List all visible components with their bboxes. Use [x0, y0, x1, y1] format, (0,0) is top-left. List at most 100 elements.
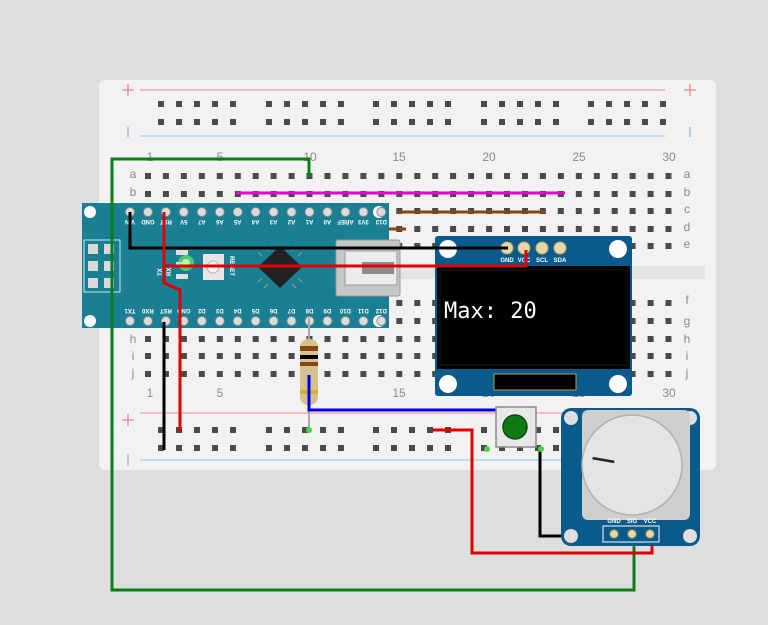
rail-hole[interactable] — [481, 427, 487, 433]
rail-hole[interactable] — [302, 427, 308, 433]
arduino-pin[interactable] — [358, 316, 369, 326]
breadboard-hole[interactable] — [414, 336, 421, 342]
breadboard-hole[interactable] — [216, 173, 223, 179]
breadboard-hole[interactable] — [360, 173, 367, 179]
rail-hole[interactable] — [212, 101, 218, 107]
rail-hole[interactable] — [320, 427, 326, 433]
rail-hole[interactable] — [284, 101, 290, 107]
wire-green-bottom[interactable] — [110, 390, 636, 592]
breadboard-hole[interactable] — [234, 353, 241, 359]
breadboard-hole[interactable] — [288, 371, 295, 377]
breadboard-hole[interactable] — [647, 191, 654, 197]
wire-blue[interactable] — [307, 375, 498, 412]
breadboard-hole[interactable] — [629, 336, 636, 342]
breadboard-hole[interactable] — [504, 226, 510, 232]
breadboard-hole[interactable] — [145, 191, 151, 197]
rail-hole[interactable] — [535, 119, 541, 125]
wire-black-gnd[interactable] — [128, 212, 508, 250]
breadboard-hole[interactable] — [198, 371, 205, 377]
rail-hole[interactable] — [266, 101, 272, 107]
breadboard-hole[interactable] — [629, 173, 636, 179]
rail-hole[interactable] — [517, 101, 523, 107]
rail-hole[interactable] — [606, 101, 612, 107]
breadboard-hole[interactable] — [611, 173, 618, 179]
breadboard-hole[interactable] — [360, 353, 367, 359]
breadboard-hole[interactable] — [145, 371, 151, 377]
breadboard-hole[interactable] — [629, 371, 636, 377]
breadboard-hole[interactable] — [486, 226, 493, 232]
rail-hole[interactable] — [481, 119, 487, 125]
rail-hole[interactable] — [481, 445, 487, 451]
breadboard-hole[interactable] — [180, 353, 187, 359]
breadboard-hole[interactable] — [611, 191, 618, 197]
breadboard-hole[interactable] — [162, 173, 169, 179]
breadboard-hole[interactable] — [270, 371, 277, 377]
rail-hole[interactable] — [445, 119, 451, 125]
rail-hole[interactable] — [266, 427, 272, 433]
arduino-pin[interactable] — [214, 207, 225, 217]
arduino-pin[interactable] — [250, 207, 261, 217]
breadboard-hole[interactable] — [324, 336, 331, 342]
breadboard-hole[interactable] — [162, 353, 169, 359]
breadboard-hole[interactable] — [162, 336, 169, 342]
arduino-pin[interactable] — [322, 316, 333, 326]
potentiometer-module[interactable]: GND SIG VCC — [561, 408, 700, 546]
breadboard-hole[interactable] — [629, 191, 636, 197]
breadboard-hole[interactable] — [593, 191, 600, 197]
breadboard-hole[interactable] — [647, 353, 654, 359]
breadboard-hole[interactable] — [468, 226, 475, 232]
rail-hole[interactable] — [373, 427, 379, 433]
arduino-pin[interactable] — [286, 316, 297, 326]
breadboard-hole[interactable] — [216, 353, 223, 359]
breadboard-hole[interactable] — [432, 226, 439, 232]
breadboard-hole[interactable] — [539, 173, 546, 179]
breadboard-hole[interactable] — [450, 173, 457, 179]
breadboard-hole[interactable] — [414, 300, 421, 306]
breadboard-hole[interactable] — [611, 226, 618, 232]
rail-hole[interactable] — [427, 119, 433, 125]
breadboard-hole[interactable] — [647, 371, 654, 377]
breadboard-hole[interactable] — [270, 336, 277, 342]
breadboard-hole[interactable] — [647, 318, 654, 324]
breadboard-hole[interactable] — [665, 226, 672, 232]
breadboard-hole[interactable] — [396, 353, 403, 359]
breadboard-hole[interactable] — [665, 318, 672, 324]
arduino-pin[interactable] — [322, 207, 333, 217]
breadboard-hole[interactable] — [539, 226, 546, 232]
arduino-pin[interactable] — [376, 316, 387, 326]
breadboard-hole[interactable] — [198, 191, 205, 197]
pot-knob[interactable] — [581, 414, 683, 516]
breadboard-hole[interactable] — [180, 191, 187, 197]
rail-hole[interactable] — [338, 101, 344, 107]
rail-hole[interactable] — [642, 101, 648, 107]
arduino-pin[interactable] — [232, 316, 243, 326]
rail-hole[interactable] — [284, 445, 290, 451]
breadboard-hole[interactable] — [665, 336, 672, 342]
breadboard-hole[interactable] — [252, 371, 259, 377]
breadboard-hole[interactable] — [629, 353, 636, 359]
breadboard-hole[interactable] — [414, 353, 421, 359]
breadboard-hole[interactable] — [665, 208, 672, 214]
rail-hole[interactable] — [391, 119, 397, 125]
breadboard-hole[interactable] — [216, 191, 223, 197]
rail-hole[interactable] — [194, 445, 200, 451]
rail-hole[interactable] — [302, 101, 308, 107]
breadboard-hole[interactable] — [575, 208, 582, 214]
breadboard-hole[interactable] — [216, 336, 223, 342]
breadboard-hole[interactable] — [180, 371, 187, 377]
rail-hole[interactable] — [660, 119, 666, 125]
breadboard-hole[interactable] — [198, 353, 205, 359]
rail-hole[interactable] — [517, 119, 523, 125]
rail-hole[interactable] — [230, 427, 236, 433]
breadboard-hole[interactable] — [324, 353, 331, 359]
rail-hole[interactable] — [535, 427, 541, 433]
rail-hole[interactable] — [284, 119, 290, 125]
rail-hole[interactable] — [284, 427, 290, 433]
rail-hole[interactable] — [553, 101, 559, 107]
breadboard-hole[interactable] — [216, 371, 223, 377]
arduino-pin[interactable] — [196, 207, 207, 217]
rail-hole[interactable] — [230, 119, 236, 125]
rail-hole[interactable] — [445, 445, 451, 451]
arduino-pin[interactable] — [232, 207, 243, 217]
arduino-pin[interactable] — [125, 316, 135, 326]
